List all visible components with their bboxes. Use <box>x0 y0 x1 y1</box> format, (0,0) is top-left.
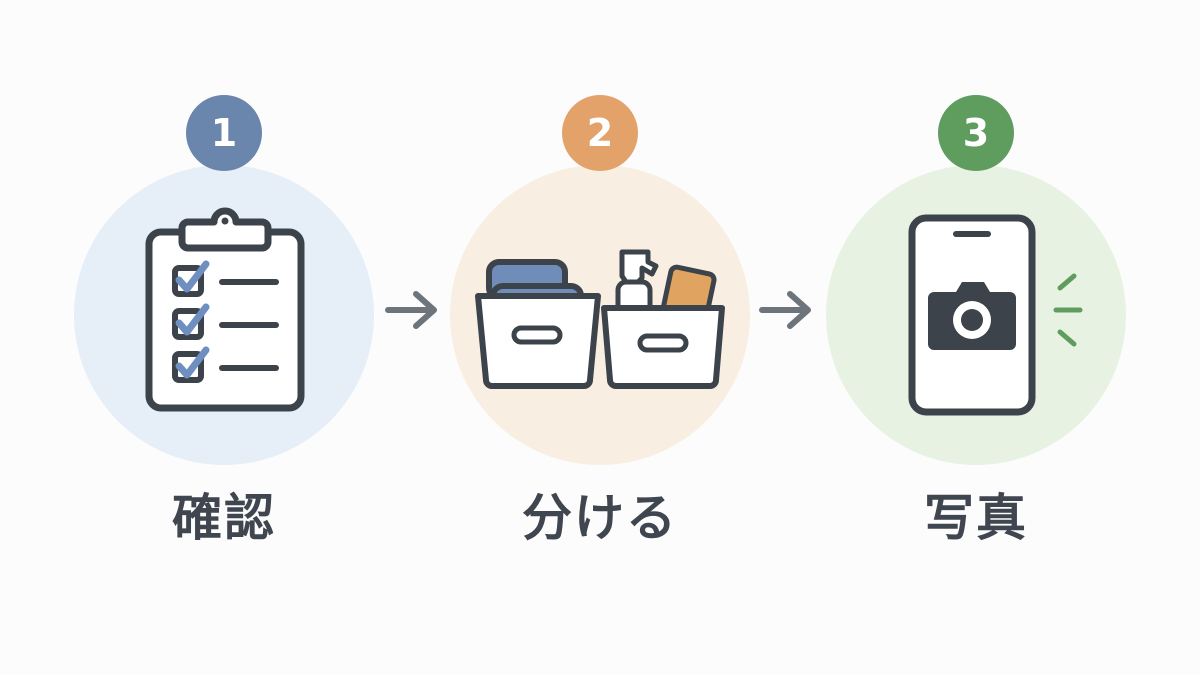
step-1-number-badge: 1 <box>186 95 262 171</box>
step-2-number-badge: 2 <box>562 95 638 171</box>
storage-boxes-icon <box>475 249 725 389</box>
clipboard-checklist-icon <box>145 207 305 412</box>
step-3-number-badge: 3 <box>938 95 1014 171</box>
step-2-label: 分ける <box>522 489 678 547</box>
step-3-label: 写真 <box>924 489 1028 547</box>
smartphone-camera-icon <box>908 214 1083 416</box>
arrow-right-icon <box>385 291 437 329</box>
step-1-label: 確認 <box>172 489 276 547</box>
arrow-right-icon <box>759 291 811 329</box>
